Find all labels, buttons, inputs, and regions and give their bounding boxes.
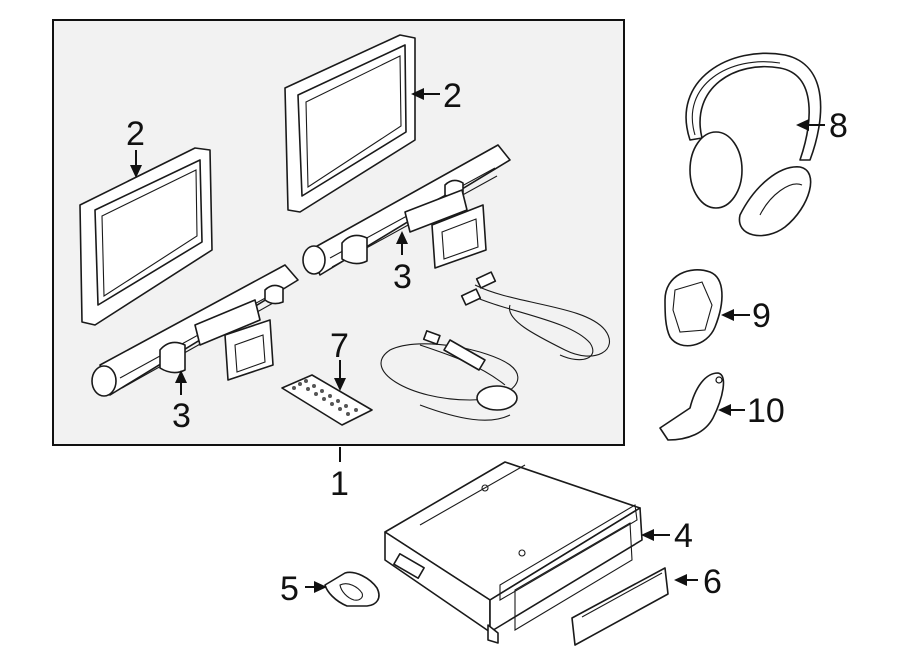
headphones [685,52,822,237]
monitor-left [79,147,213,326]
monitor-right [284,34,416,213]
cover-part-9 [664,269,723,347]
clip-part-5 [324,571,380,607]
callout-7: 7 [330,327,349,365]
callout-8: 8 [829,107,848,145]
bracket-part-10 [659,372,725,441]
callout-1: 1 [330,465,349,503]
callout-10: 10 [747,392,785,430]
leader-lines [130,88,825,593]
callout-3-right: 3 [393,258,412,296]
callout-2-left: 2 [126,115,145,153]
callout-6: 6 [703,563,722,601]
mount-bar-left [91,264,299,397]
callout-3-left: 3 [172,397,191,435]
callout-2-right: 2 [443,77,462,115]
callout-5: 5 [280,570,299,608]
mount-bar-right [302,144,511,276]
av-cables [380,271,611,421]
dvd-player-unit [384,461,643,644]
callout-4: 4 [674,517,693,555]
faceplate-part-6 [571,567,669,646]
remote-control [281,374,373,426]
callout-9: 9 [752,297,771,335]
